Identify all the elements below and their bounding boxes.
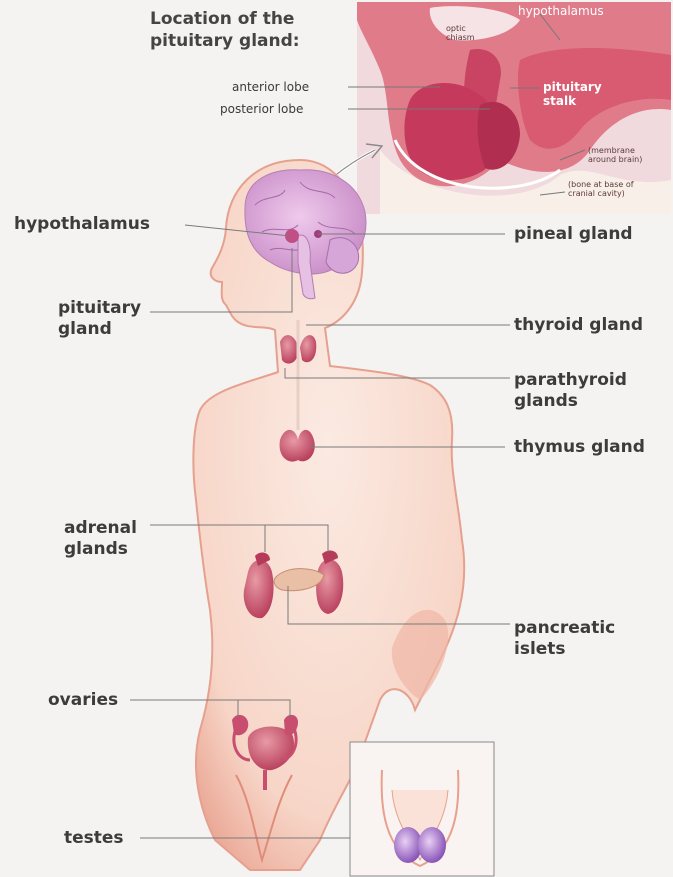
testes-inset: [350, 742, 494, 876]
inset-membrane-label: (membrane around brain): [588, 146, 642, 164]
inset-anterior-lobe-label: anterior lobe: [232, 80, 309, 94]
parathyroid-glands-label: parathyroid glands: [514, 370, 627, 412]
inset-pituitary-stalk-label: pituitary stalk: [543, 80, 602, 108]
inset-hypothalamus-label: hypothalamus: [518, 4, 604, 18]
inset-optic-chiasm-label: optic chiasm: [446, 24, 475, 42]
pineal-gland-label: pineal gland: [514, 224, 633, 245]
ovaries-label: ovaries: [48, 690, 118, 711]
adrenal-glands-label: adrenal glands: [64, 518, 137, 560]
pancreatic-islets-label: pancreatic islets: [514, 618, 615, 660]
right-testis: [418, 827, 446, 863]
thymus-gland-label: thymus gland: [514, 437, 645, 458]
left-testis: [394, 827, 422, 863]
inset-bone-label: (bone at base of cranial cavity): [568, 180, 634, 198]
inset-title: Location of the pituitary gland:: [150, 8, 300, 52]
hypothalamus-label: hypothalamus: [14, 214, 150, 235]
inset-posterior-lobe-label: posterior lobe: [220, 102, 303, 116]
thyroid-gland-label: thyroid gland: [514, 315, 643, 336]
pituitary-gland-label: pituitary gland: [58, 298, 141, 340]
testes-label: testes: [64, 828, 124, 849]
